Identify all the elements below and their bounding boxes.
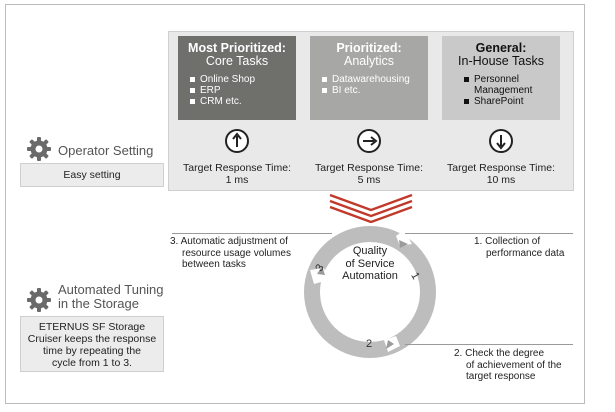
arrow-down-circle-icon (489, 129, 513, 153)
box-line: time by repeating the (42, 345, 142, 357)
list-item: Online Shop (190, 74, 296, 85)
step-line: 1. Collection of (474, 236, 541, 247)
box-line: ETERNUS SF Storage (38, 321, 146, 333)
arrow-right-circle-icon (357, 129, 381, 153)
task-list: Personnel Management SharePoint (442, 74, 560, 107)
task-card-analytics: Prioritized: Analytics Datawarehousing B… (310, 36, 428, 120)
step-line: resource usage volumes (182, 247, 291, 259)
response-label: Target Response Time: (183, 162, 291, 174)
easy-setting-box: Easy setting (20, 163, 164, 187)
list-item: SharePoint (464, 96, 560, 107)
target-response-inhouse: Target Response Time: 10 ms (442, 162, 560, 186)
step3-text: 3. Automatic adjustment of resource usag… (170, 236, 330, 271)
list-item: Datawarehousing (322, 74, 428, 85)
task-list: Datawarehousing BI etc. (310, 74, 428, 96)
task-card-inhouse: General: In-House Tasks Personnel Manage… (442, 36, 560, 120)
card-subtitle: In-House Tasks (458, 54, 544, 68)
card-title: General: (475, 41, 527, 55)
list-item: CRM etc. (190, 96, 296, 107)
step1-text: 1. Collection of performance data (474, 236, 579, 259)
operator-setting-heading: Operator Setting (58, 143, 154, 158)
step-line: 2. Check the degree (454, 348, 545, 359)
heading-line: in the Storage (58, 296, 139, 311)
automated-tuning-box: ETERNUS SF Storage Cruiser keeps the res… (20, 316, 164, 372)
cycle-number-2: 2 (366, 338, 373, 350)
connector-step3 (172, 233, 332, 234)
list-item: ERP (190, 85, 296, 96)
list-item: Personnel Management (464, 74, 560, 96)
card-subtitle: Analytics (343, 54, 395, 68)
box-line: Cruiser keeps the response (27, 333, 157, 345)
task-list: Online Shop ERP CRM etc. (178, 74, 296, 107)
target-response-analytics: Target Response Time: 5 ms (310, 162, 428, 186)
box-line: cycle from 1 to 3. (52, 357, 132, 369)
response-value: 5 ms (357, 174, 381, 186)
response-label: Target Response Time: (447, 162, 555, 174)
cycle-center-label: Quality of Service Automation (330, 245, 410, 283)
card-title: Prioritized: (336, 41, 402, 55)
response-label: Target Response Time: (315, 162, 423, 174)
center-line: of Service (345, 257, 395, 270)
step-line: of achievement of the (466, 359, 562, 371)
response-value: 10 ms (486, 174, 516, 186)
chevron-down-icon (329, 193, 413, 223)
card-subtitle: Core Tasks (205, 54, 269, 68)
center-line: Automation (342, 270, 398, 282)
automated-tuning-heading: Automated Tuning in the Storage (58, 283, 164, 311)
list-item: BI etc. (322, 85, 428, 96)
step-line: target response (466, 371, 536, 382)
arrow-up-circle-icon (225, 129, 249, 153)
task-card-core: Most Prioritized: Core Tasks Online Shop… (178, 36, 296, 120)
step-line: 3. Automatic adjustment of (170, 236, 288, 247)
target-response-core: Target Response Time: 1 ms (178, 162, 296, 186)
step2-text: 2. Check the degree of achievement of th… (454, 348, 579, 383)
gear-icon (27, 137, 51, 161)
connector-step1 (405, 233, 573, 234)
heading-line: Automated Tuning (58, 282, 164, 297)
qos-cycle-ring (304, 226, 436, 358)
response-value: 1 ms (225, 174, 249, 186)
center-line: Quality (352, 245, 388, 257)
step-line: performance data (486, 247, 565, 259)
step-line: between tasks (182, 259, 246, 270)
connector-step2 (405, 344, 573, 345)
gear-icon (27, 288, 51, 312)
card-title: Most Prioritized: (188, 41, 286, 55)
